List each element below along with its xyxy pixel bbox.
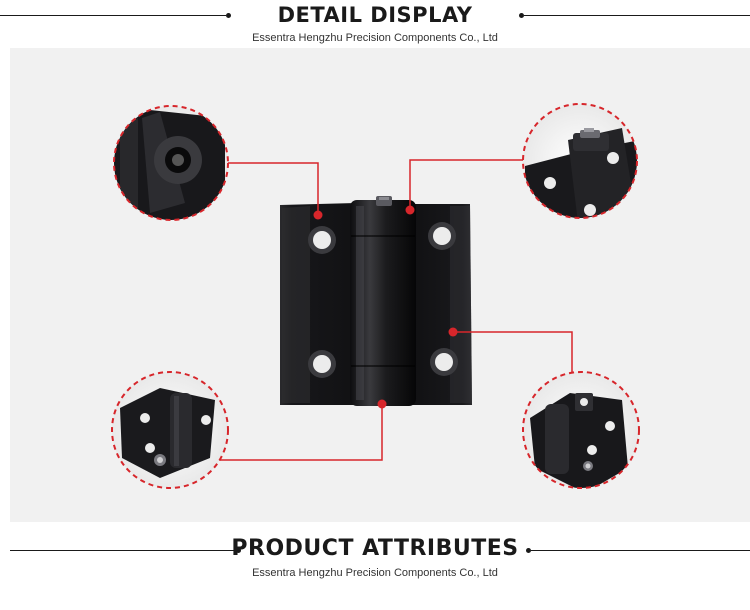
detail-circle-pin-bottom [111, 371, 229, 489]
attributes-header: PRODUCT ATTRIBUTES Essentra Hengzhu Prec… [0, 530, 750, 590]
attributes-subtitle: Essentra Hengzhu Precision Components Co… [252, 567, 498, 579]
header-dot-left [226, 13, 231, 18]
detail-subtitle: Essentra Hengzhu Precision Components Co… [252, 32, 498, 44]
hinge-main-image [280, 196, 472, 406]
hinge-illustration [111, 103, 640, 489]
header-rule-left [0, 15, 226, 16]
product-stage [10, 48, 750, 522]
attributes-dot-right [526, 548, 531, 553]
callout-dots [313, 205, 458, 409]
detail-title: DETAIL DISPLAY [277, 3, 473, 27]
detail-circle-countersunk [113, 105, 229, 221]
header-rule-right [524, 15, 750, 16]
detail-header: DETAIL DISPLAY Essentra Hengzhu Precisio… [0, 0, 750, 48]
detail-circle-pin-top [522, 103, 638, 219]
header-dot-right [519, 13, 524, 18]
attributes-rule-left [10, 550, 236, 551]
attributes-rule-right [531, 550, 750, 551]
attributes-dot-left [236, 548, 241, 553]
attributes-title: PRODUCT ATTRIBUTES [231, 536, 519, 561]
detail-circle-hinge-back [522, 371, 640, 489]
